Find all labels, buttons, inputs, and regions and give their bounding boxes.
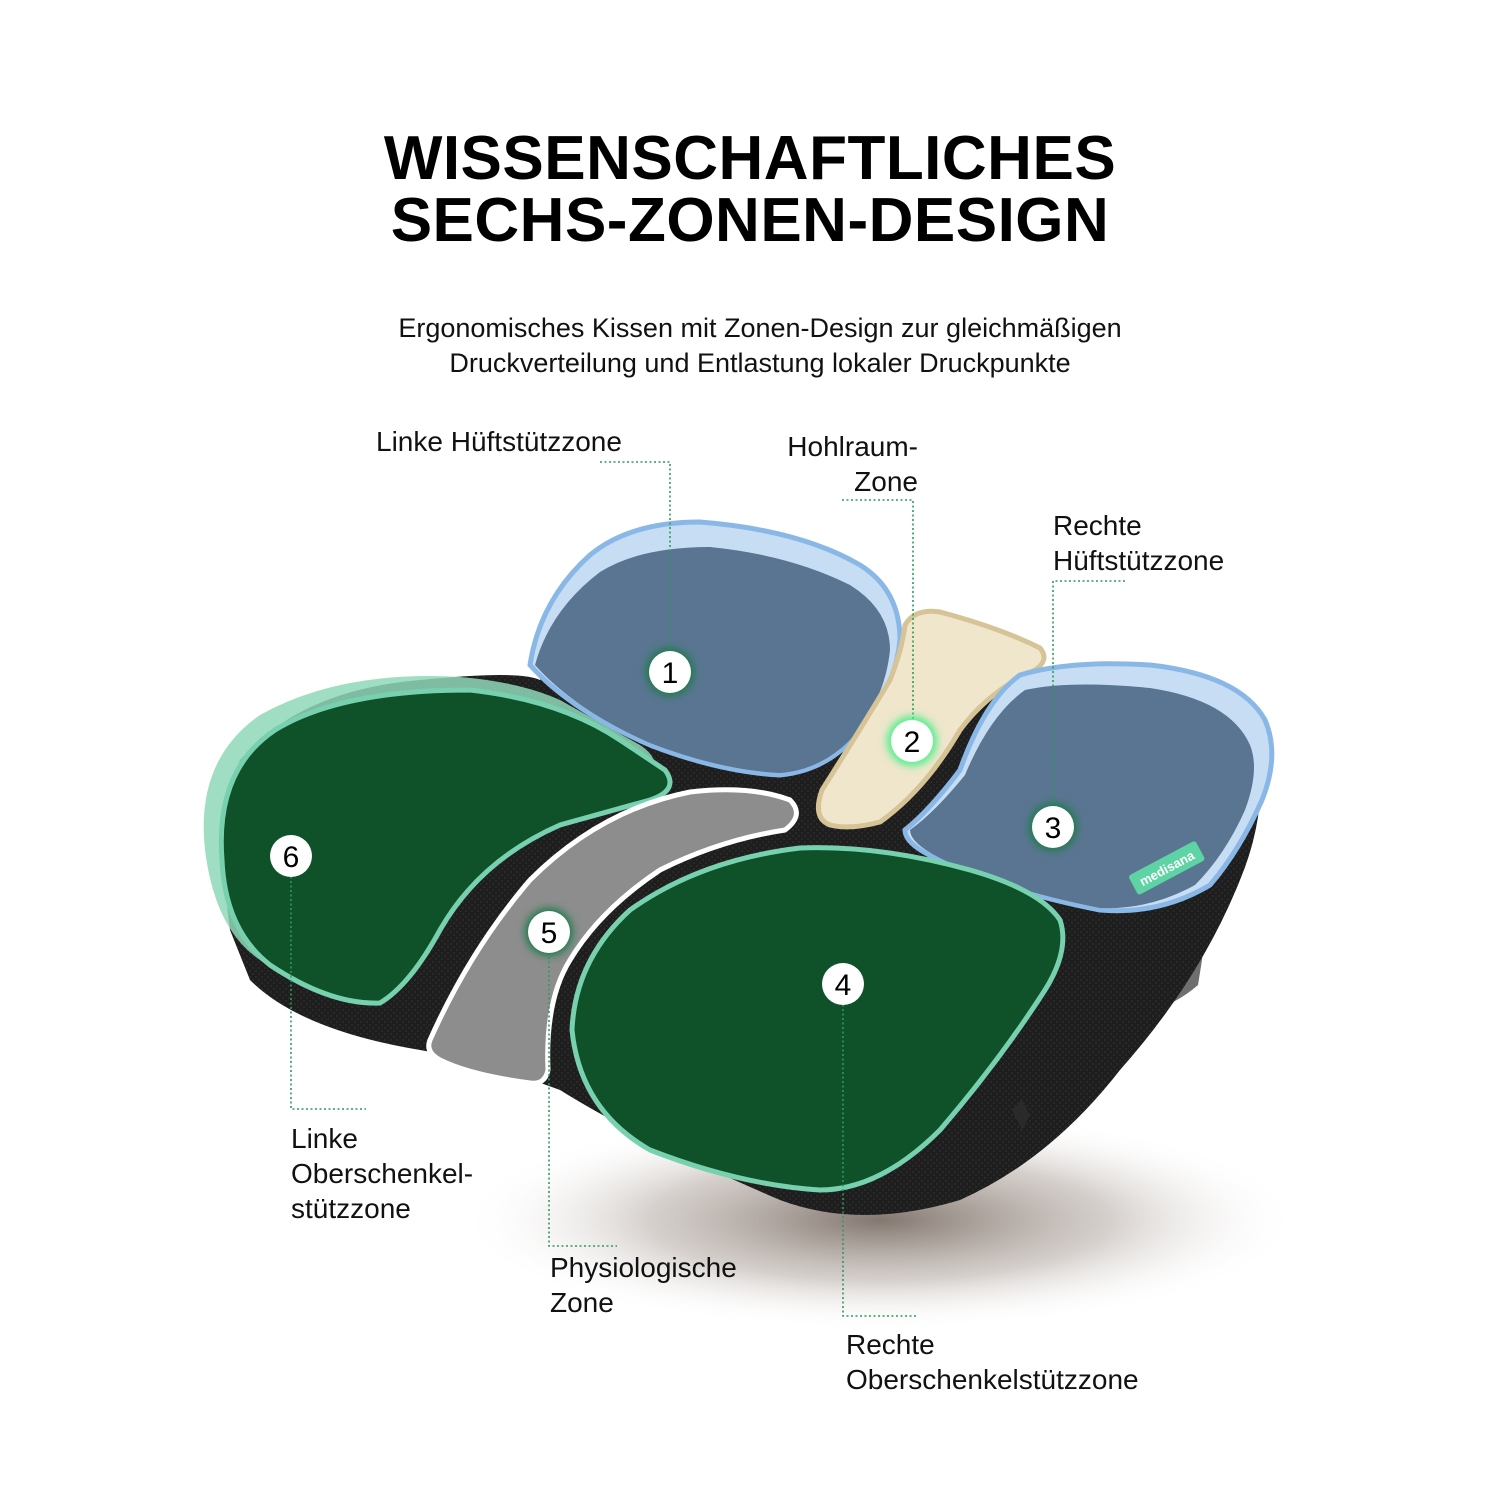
svg-text:4: 4 <box>835 969 852 1002</box>
svg-text:6: 6 <box>283 841 300 874</box>
zone-3-surface <box>910 684 1254 909</box>
leader-lines <box>290 461 1125 1317</box>
label-zone-6-line-3: stützzone <box>291 1193 411 1224</box>
zone-5-surface <box>426 787 799 1086</box>
label-zone-2-line-2: Zone <box>854 466 918 497</box>
label-zone-2: Hohlraum- Zone <box>740 429 918 499</box>
label-zone-1-line-1: Linke Hüftstützzone <box>376 426 622 457</box>
label-zone-5: Physiologische Zone <box>550 1250 737 1320</box>
label-zone-5-line-2: Zone <box>550 1287 614 1318</box>
floor-shadow <box>460 1110 1300 1330</box>
zone-4-surface <box>569 845 1066 1193</box>
leader-line-2 <box>842 499 914 725</box>
zone-2-surface <box>815 608 1047 830</box>
zone-6-surface <box>218 687 673 1006</box>
leader-line-4 <box>842 1000 918 1317</box>
label-zone-6: Linke Oberschenkel- stützzone <box>291 1121 473 1226</box>
leader-line-1 <box>600 461 671 658</box>
badge-2: 2 <box>887 716 937 766</box>
svg-text:5: 5 <box>541 917 558 950</box>
badge-1: 1 <box>646 648 694 696</box>
subtitle-line-1: Ergonomisches Kissen mit Zonen-Design zu… <box>398 313 1122 343</box>
page-title: WISSENSCHAFTLICHES SECHS-ZONEN-DESIGN <box>0 128 1500 252</box>
label-zone-6-line-2: Oberschenkel- <box>291 1158 474 1189</box>
zone-1-surface <box>535 547 890 773</box>
leader-line-5 <box>548 948 617 1247</box>
label-zone-6-line-1: Linke <box>291 1123 358 1154</box>
label-zone-4-line-2: Oberschenkelstützzone <box>846 1364 1139 1395</box>
label-zone-3-line-1: Rechte <box>1053 510 1142 541</box>
badge-3: 3 <box>1029 803 1077 851</box>
badge-4: 4 <box>822 963 864 1005</box>
subtitle-line-2: Druckverteilung und Entlastung lokaler D… <box>449 348 1071 378</box>
leader-line-3 <box>1052 580 1125 810</box>
label-zone-1: Linke Hüftstützzone <box>376 424 622 459</box>
label-zone-5-line-1: Physiologische <box>550 1252 737 1283</box>
svg-text:1: 1 <box>662 657 679 690</box>
label-zone-2-line-1: Hohlraum- <box>787 431 918 462</box>
subtitle: Ergonomisches Kissen mit Zonen-Design zu… <box>0 311 1500 381</box>
svg-text:3: 3 <box>1045 812 1062 845</box>
badge-6: 6 <box>270 835 312 877</box>
svg-text:2: 2 <box>904 726 921 759</box>
label-zone-4: Rechte Oberschenkelstützzone <box>846 1327 1139 1397</box>
zipper-pull-icon <box>1012 1100 1030 1130</box>
title-line-2: SECHS-ZONEN-DESIGN <box>390 186 1110 255</box>
badge-5: 5 <box>525 908 573 956</box>
title-line-1: WISSENSCHAFTLICHES <box>383 124 1117 193</box>
label-zone-3: Rechte Hüftstützzone <box>1053 508 1224 578</box>
label-zone-4-line-1: Rechte <box>846 1329 935 1360</box>
label-zone-3-line-2: Hüftstützzone <box>1053 545 1225 576</box>
